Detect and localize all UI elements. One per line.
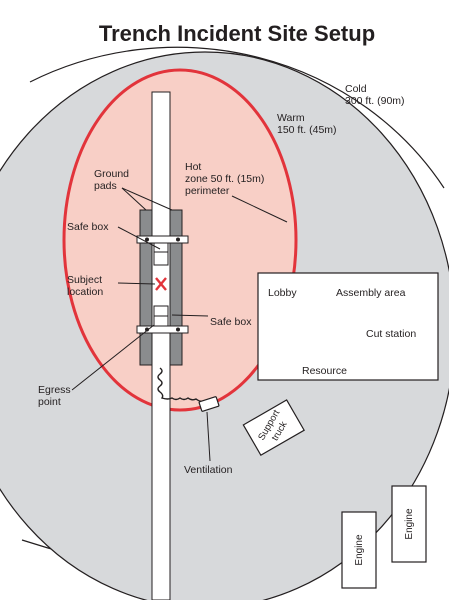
shoring-bar-upper	[136, 235, 189, 244]
trench	[151, 91, 171, 600]
assembly-area-label: Assembly area	[336, 287, 406, 299]
safe-box-lower-label: Safe box	[210, 316, 252, 328]
hot-zone-perimeter: perimeter	[185, 185, 230, 197]
ground-pad	[139, 209, 153, 366]
ventilation-fan	[198, 396, 220, 412]
subject-location-label: Subject	[67, 274, 102, 286]
egress-point-label: Egress	[38, 384, 71, 396]
ground-pads-label: Ground	[94, 168, 129, 180]
engine-left-label: Engine	[354, 534, 365, 566]
subject-location-label-2: location	[67, 286, 103, 298]
ground-pads-label-2: pads	[94, 180, 117, 192]
shoring-bolt	[176, 237, 180, 242]
shoring-bolt	[176, 327, 180, 332]
subject-marker	[155, 277, 167, 291]
cut-station-label: Cut station	[366, 328, 416, 340]
hot-zone-label: Hot	[185, 161, 201, 173]
safe-box-lower	[153, 305, 169, 329]
shoring-bolt	[145, 327, 149, 332]
hot-zone-distance: zone 50 ft. (15m)	[185, 173, 264, 185]
shoring-bar-lower	[136, 325, 189, 334]
cold-zone-boundary	[29, 46, 445, 189]
engine-left	[341, 511, 377, 589]
leader-lines	[71, 187, 288, 462]
lobby-label: Lobby	[268, 287, 297, 299]
page-title: Trench Incident Site Setup	[99, 21, 375, 46]
ground-pad	[169, 209, 183, 366]
support-truck	[242, 399, 305, 457]
warm-zone-distance: 150 ft. (45m)	[277, 124, 337, 136]
safe-box-upper	[153, 242, 169, 266]
safe-box-upper-label: Safe box	[67, 221, 109, 233]
engine-right-label: Engine	[404, 508, 415, 540]
egress-point-label-2: point	[38, 396, 61, 408]
resource-label: Resource	[302, 365, 347, 377]
ventilation-hose	[157, 367, 204, 402]
ventilation-label: Ventilation	[184, 464, 233, 476]
cold-zone-distance: 300 ft. (90m)	[345, 95, 405, 107]
cold-zone-label: Cold	[345, 83, 367, 95]
staging-area	[257, 272, 439, 381]
shoring-bolt	[145, 237, 149, 242]
warm-zone-label: Warm	[277, 112, 305, 124]
engine-right	[391, 485, 427, 563]
